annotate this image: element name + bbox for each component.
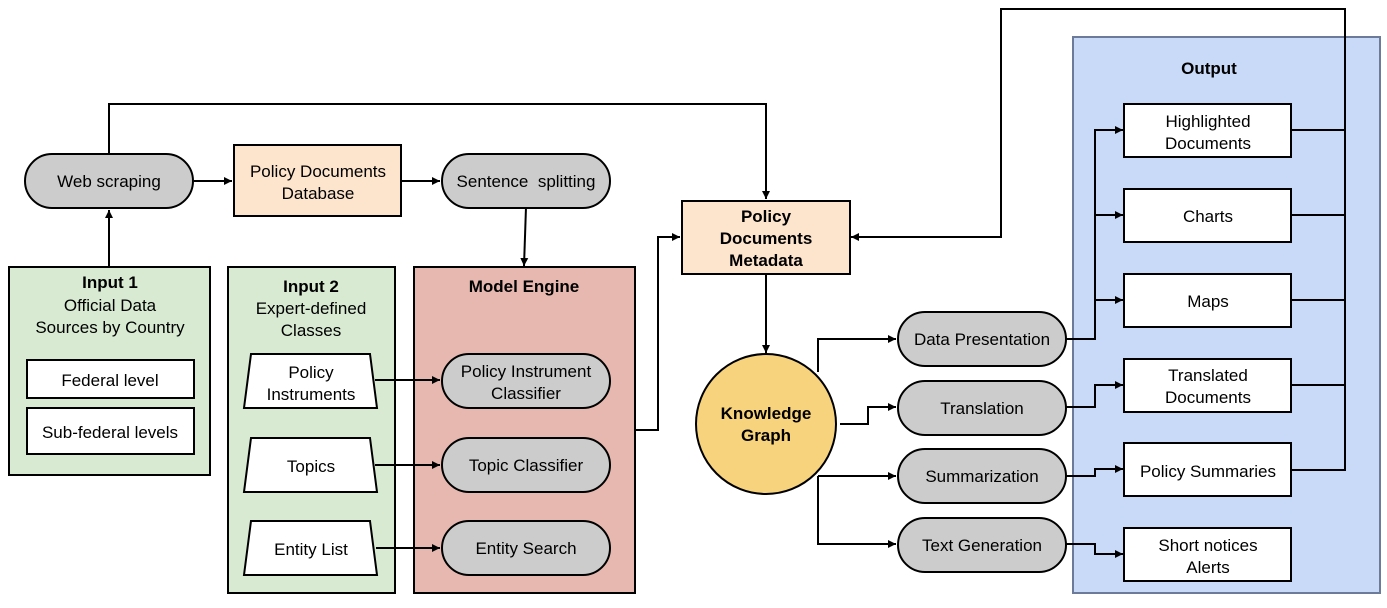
topic-classifier-node [441, 437, 611, 493]
entity-search-node [441, 520, 611, 576]
sentence-splitting-label: Sentence splitting [457, 172, 596, 191]
edge-translation-to-translated [1066, 381, 1123, 408]
edge-summarization-to-summaries [1066, 465, 1123, 477]
short-notices-alerts-node [1123, 527, 1292, 582]
data-presentation-node [897, 311, 1067, 367]
charts-node [1123, 188, 1292, 243]
edge-engine-to-metadata [635, 233, 680, 431]
edge-textgen-to-alerts [1066, 543, 1123, 558]
entity-search-label: Entity Search [475, 539, 576, 558]
topics-node [242, 437, 379, 493]
translation-node [897, 380, 1067, 436]
metadata-label-1: Policy [741, 207, 792, 226]
policy-instrument-classifier-label-2: Classifier [491, 384, 561, 403]
input1-subtitle-2: Sources by Country [35, 318, 185, 337]
federal-level-label: Federal level [61, 371, 158, 390]
input1-subtitle-1: Official Data [64, 296, 157, 315]
edge-feedback-to-metadata [851, 8, 1346, 471]
policy-summaries-label: Policy Summaries [1140, 462, 1276, 481]
data-presentation-label: Data Presentation [914, 330, 1050, 349]
summarization-label: Summarization [925, 467, 1038, 486]
translated-documents-label-1: Translated [1168, 366, 1248, 385]
topic-classifier-label: Topic Classifier [469, 456, 584, 475]
knowledge-graph-label-2: Graph [741, 426, 791, 445]
output-title: Output [1181, 59, 1237, 78]
short-notices-alerts-label-2: Alerts [1186, 558, 1229, 577]
edge-kg-to-presentation [817, 335, 896, 372]
topics-label: Topics [287, 457, 335, 476]
maps-node [1123, 273, 1292, 328]
metadata-label-2: Documents [720, 229, 813, 248]
sub-federal-levels-label: Sub-federal levels [42, 423, 178, 442]
policy-db-node [233, 144, 402, 217]
web-scraping-node [24, 153, 194, 209]
summarization-node [897, 448, 1067, 504]
edges [105, 8, 1346, 558]
text-generation-label: Text Generation [922, 536, 1042, 555]
input2-subtitle-1: Expert-defined [256, 299, 367, 318]
policy-instruments-label-1: Policy [288, 363, 334, 382]
highlighted-documents-node [1123, 103, 1292, 158]
entity-list-node [242, 520, 379, 576]
text-generation-node [897, 517, 1067, 573]
maps-label: Maps [1187, 292, 1229, 311]
highlighted-documents-label-2: Documents [1165, 134, 1251, 153]
charts-label: Charts [1183, 207, 1233, 226]
model-engine-title: Model Engine [469, 277, 580, 296]
edge-presentation-to-highlighted [1066, 126, 1123, 340]
translated-documents-node [1123, 358, 1292, 413]
policy-summaries-node [1123, 442, 1292, 497]
web-scraping-label: Web scraping [57, 172, 161, 191]
policy-instrument-classifier-node [441, 353, 611, 409]
knowledge-graph-label-1: Knowledge [721, 404, 812, 423]
highlighted-documents-label-1: Highlighted [1165, 112, 1250, 131]
metadata-label-3: Metadata [729, 251, 803, 270]
sentence-splitting-node [441, 153, 611, 209]
sub-federal-levels-node [26, 407, 195, 455]
short-notices-alerts-label-1: Short notices [1158, 536, 1257, 555]
edge-kg-to-translation [840, 403, 896, 425]
translated-documents-label-2: Documents [1165, 388, 1251, 407]
policy-instruments-label-2: Instruments [267, 385, 356, 404]
policy-db-label-2: Database [282, 184, 355, 203]
edge-scraping-to-metadata [108, 103, 770, 199]
metadata-node [681, 200, 851, 275]
knowledge-graph-node [695, 353, 837, 495]
federal-level-node [26, 359, 195, 399]
translation-label: Translation [940, 399, 1023, 418]
input1-title: Input 1 [82, 273, 138, 292]
input2-subtitle-2: Classes [281, 321, 341, 340]
entity-list-label: Entity List [274, 540, 348, 559]
edge-splitting-to-engine [520, 206, 529, 267]
input2-title: Input 2 [283, 277, 339, 296]
policy-instrument-classifier-label-1: Policy Instrument [461, 362, 592, 381]
edge-kg-to-text-generation [817, 476, 896, 548]
policy-instruments-node [242, 353, 379, 409]
policy-db-label-1: Policy Documents [250, 162, 386, 181]
